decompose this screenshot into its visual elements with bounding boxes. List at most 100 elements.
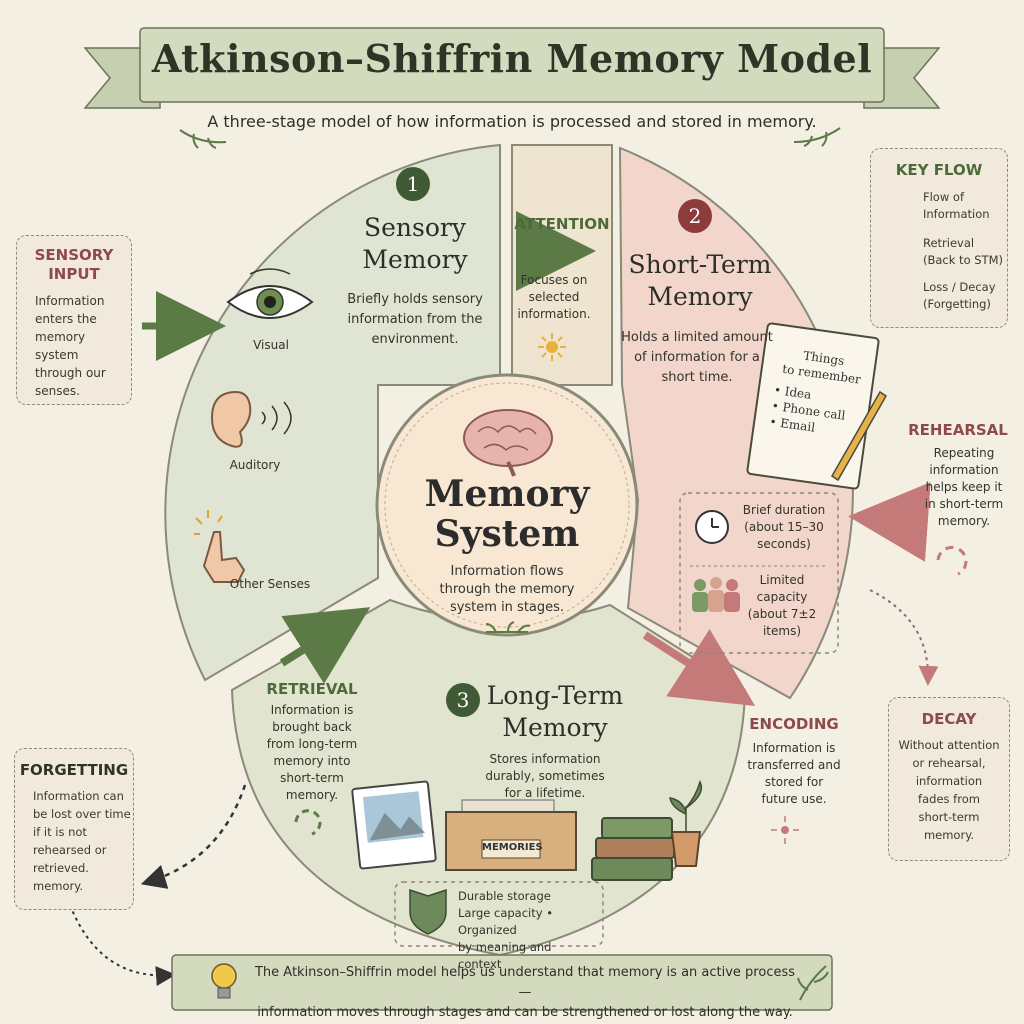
stm-duration-line: seconds) (757, 537, 811, 551)
short-term-desc-line: short time. (661, 370, 733, 385)
footer-link-arrow (69, 904, 176, 986)
hand-icon (194, 510, 246, 583)
forgetting-text-line: memory. (33, 879, 84, 893)
rehearsal-cycle-icon (936, 545, 968, 576)
retrieval-text: Information is brought back from long-te… (262, 702, 362, 804)
rehearsal-text-line: Repeating (933, 446, 995, 460)
rehearsal-text-line: in short-term (924, 497, 1004, 511)
stm-capacity-line: capacity (756, 590, 808, 604)
rehearsal-text-line: memory. (937, 514, 991, 528)
attention-strip (511, 144, 613, 386)
attention-heading: ATTENTION (514, 215, 610, 233)
retrieval-text-line: Information is (270, 703, 354, 717)
sensory-input-text-line: memory system (35, 330, 86, 362)
short-term-desc-line: Holds a limited amount (621, 330, 773, 345)
page-subtitle: A three-stage model of how information i… (207, 112, 817, 131)
ltm-feature-line: Durable storage (458, 889, 551, 903)
attention-text: Focuses on selected information. (512, 272, 596, 323)
key-item-retrieval: Retrieval (Back to STM) (923, 235, 1003, 269)
decay-text-line: or rehearsal, (912, 756, 986, 770)
long-term-desc-line: for a lifetime. (504, 786, 586, 800)
encoding-text-line: Information is (752, 741, 836, 755)
subtitle-leaf-left-icon (179, 129, 227, 149)
footer-text: The Atkinson–Shiffrin model helps us und… (250, 963, 800, 1023)
leaf-sprig-icon (485, 621, 531, 633)
sensory-memory-heading-line: Memory (362, 245, 468, 274)
eye-icon (226, 268, 314, 319)
key-item-label: (Back to STM) (923, 253, 1003, 267)
short-term-number: 2 (688, 204, 702, 228)
sensory-memory-heading-line: Sensory (364, 213, 466, 242)
memories-box-label: MEMORIES (482, 842, 543, 853)
decay-box: DECAY Without attention or rehearsal, in… (888, 697, 1010, 861)
stm-capacity-line: (about 7±2 (747, 607, 817, 621)
retrieval-text-line: brought back (272, 720, 352, 734)
center-heading-line: System (434, 513, 580, 555)
long-term-desc-line: durably, sometimes (485, 769, 605, 783)
retrieval-cycle-icon (294, 809, 322, 836)
notepad-text: Things to remember • Idea • Phone call •… (768, 344, 869, 442)
key-item-flow: Flow of Information (923, 189, 1003, 223)
decay-heading: DECAY (921, 710, 977, 728)
key-flow-box: KEY FLOW Flow of Information Retrieval (… (870, 148, 1008, 328)
retrieval-text-line: from long-term (266, 737, 358, 751)
footer-text-line: The Atkinson–Shiffrin model helps us und… (254, 965, 796, 1000)
long-term-number: 3 (456, 688, 470, 712)
short-term-heading: Short-Term Memory (612, 249, 788, 313)
encoding-heading: ENCODING (749, 715, 839, 733)
sensory-input-text-line: enters the (35, 312, 97, 326)
stm-duration-text: Brief duration (about 15–30 seconds) (736, 502, 832, 553)
plant-icon (669, 779, 703, 867)
encoding-spark-icon (771, 816, 799, 844)
sense-label-auditory: Auditory (229, 458, 281, 472)
center-heading-line: Memory (424, 473, 590, 515)
rehearsal-text: Repeating information helps keep it in s… (914, 445, 1014, 530)
short-term-desc-line: of information for a (634, 350, 760, 365)
footer-leaf-icon (797, 965, 829, 1001)
long-term-desc-line: Stores information (489, 752, 601, 766)
stm-details-box (679, 492, 839, 654)
footer-banner (171, 954, 833, 1011)
badge-1 (396, 167, 430, 201)
decay-text-line: Without attention (898, 738, 1000, 752)
long-term-description: Stores information durably, sometimes fo… (478, 751, 612, 802)
decay-text-line: information (915, 774, 983, 788)
long-term-heading-line: Long-Term (486, 681, 624, 710)
ltm-feature-line: Large capacity • Organized (458, 906, 553, 937)
sensory-input-text-line: senses. (35, 384, 80, 398)
forgetting-text-line: if it is not (33, 825, 87, 839)
key-flow-heading: KEY FLOW (895, 161, 983, 179)
short-term-heading-line: Short-Term (628, 250, 772, 279)
sensory-memory-desc-line: environment. (371, 332, 459, 347)
decay-text-line: memory. (923, 828, 975, 842)
people-icon (692, 577, 740, 612)
key-item-label: Retrieval (923, 236, 975, 250)
key-item-label: Information (923, 207, 990, 221)
footer-text-line: information moves through stages and can… (257, 1005, 793, 1020)
retrieval-text-line: memory into (273, 754, 351, 768)
key-item-label: (Forgetting) (923, 297, 991, 311)
rehearsal-heading: REHEARSAL (908, 421, 1008, 439)
ltm-features-box (394, 881, 604, 947)
ear-icon (210, 390, 292, 448)
forgetting-text-line: be lost over time (33, 807, 131, 821)
subtitle-leaf-right-icon (793, 127, 841, 147)
attention-text-line: Focuses on (520, 273, 588, 287)
long-term-heading: Long-Term Memory (480, 680, 630, 744)
center-text-line: through the memory (439, 582, 575, 597)
sensory-memory-description: Briefly holds sensory information from t… (340, 290, 490, 350)
center-text-line: system in stages. (449, 600, 565, 615)
encoding-text-line: future use. (761, 792, 827, 806)
forgetting-text-line: rehearsed or (33, 843, 107, 857)
memories-box-icon (445, 799, 577, 871)
sensory-memory-number: 1 (406, 172, 420, 196)
long-term-heading-line: Memory (502, 713, 608, 742)
stm-duration-line: Brief duration (742, 503, 826, 517)
ltm-features-text: Durable storage Large capacity • Organiz… (458, 888, 598, 973)
sensory-memory-sector (164, 143, 501, 682)
sun-icon (538, 333, 566, 361)
attention-text-line: selected (528, 290, 580, 304)
photo-icon (351, 780, 437, 870)
notepad-icon (746, 322, 887, 490)
badge-3 (446, 683, 480, 717)
